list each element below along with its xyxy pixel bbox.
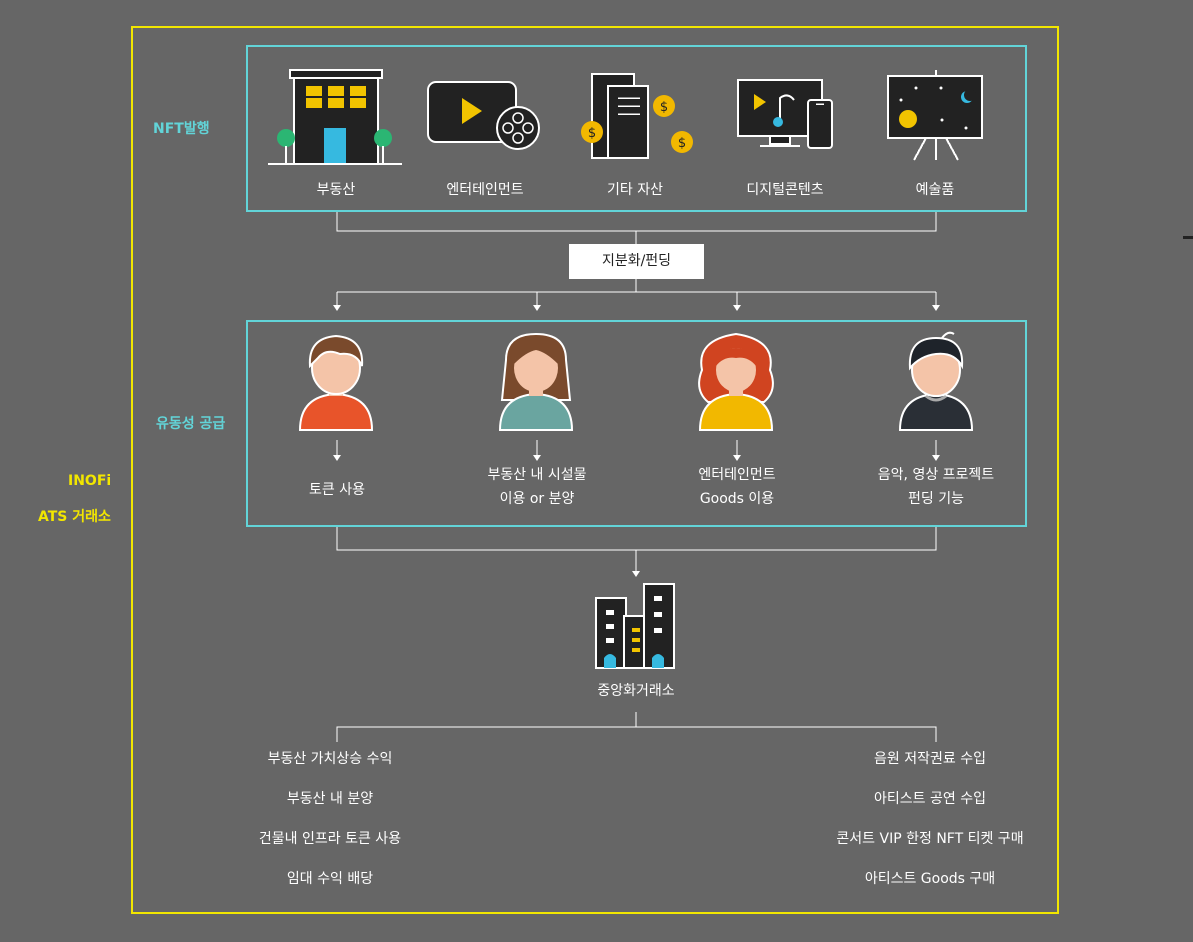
video-film-icon bbox=[427, 81, 540, 150]
funding-box: 지분화/펀딩 bbox=[569, 244, 704, 279]
nft-item-label: 부동산 bbox=[316, 182, 356, 198]
ats-frame bbox=[131, 26, 1059, 914]
asset-coins-icon: $ $ $ bbox=[581, 73, 693, 159]
liquidity-item-sublabel: 이용 or 분양 bbox=[499, 491, 575, 507]
left-benefit-item: 부동산 내 분양 bbox=[286, 791, 374, 807]
exchange-label: 중앙화거래소 bbox=[597, 683, 675, 699]
nft-item-label: 엔터테인먼트 bbox=[446, 182, 524, 198]
liquidity-item-label: 음악, 영상 프로젝트 bbox=[877, 467, 995, 483]
inofi-label: INOFi bbox=[68, 473, 112, 489]
left-benefit-item: 부동산 가치상승 수익 bbox=[267, 751, 393, 767]
nft-item-label: 기타 자산 bbox=[607, 182, 663, 198]
liquidity-label: 유동성 공급 bbox=[156, 416, 226, 432]
man-avatar-icon bbox=[298, 334, 374, 431]
right-benefit-item: 아티스트 Goods 구매 bbox=[864, 871, 996, 887]
liquidity-item-sublabel: Goods 이용 bbox=[699, 491, 775, 507]
liquidity-box bbox=[246, 320, 1027, 527]
svg-text:$: $ bbox=[660, 100, 668, 115]
left-benefit-item: 임대 수익 배당 bbox=[286, 871, 374, 887]
exchange-building-icon bbox=[595, 583, 675, 669]
liquidity-item-sublabel: 펀딩 기능 bbox=[908, 491, 964, 507]
liquidity-item-label: 토큰 사용 bbox=[309, 482, 365, 498]
edge-mark bbox=[1183, 236, 1193, 239]
nft-issue-box bbox=[246, 45, 1027, 212]
building-icon bbox=[268, 69, 402, 165]
nft-issue-label: NFT발행 bbox=[153, 121, 210, 137]
right-benefit-item: 음원 저작권료 수입 bbox=[874, 751, 986, 767]
right-benefit-item: 콘서트 VIP 한정 NFT 티켓 구매 bbox=[836, 831, 1024, 847]
svg-text:$: $ bbox=[678, 136, 686, 151]
ats-exchange-label: ATS 거래소 bbox=[38, 509, 111, 525]
left-benefit-item: 건물내 인프라 토큰 사용 bbox=[258, 831, 402, 847]
svg-text:$: $ bbox=[588, 126, 596, 141]
nft-item-label: 디지털콘텐츠 bbox=[746, 182, 824, 198]
liquidity-item-label: 엔터테인먼트 bbox=[698, 467, 776, 483]
liquidity-item-label: 부동산 내 시설물 bbox=[487, 467, 587, 483]
digital-devices-icon bbox=[737, 79, 833, 149]
boy-avatar-icon bbox=[898, 331, 974, 431]
nft-item-label: 예술품 bbox=[915, 182, 955, 198]
woman-avatar-icon bbox=[498, 332, 574, 431]
right-benefit-item: 아티스트 공연 수입 bbox=[874, 791, 986, 807]
easel-art-icon bbox=[887, 70, 983, 161]
curly-hair-avatar-icon bbox=[698, 332, 774, 431]
